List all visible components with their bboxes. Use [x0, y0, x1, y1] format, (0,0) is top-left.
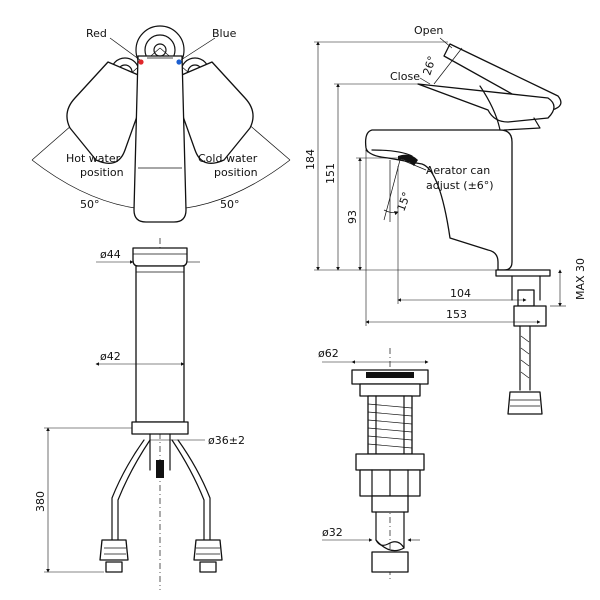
label-red: Red: [86, 27, 107, 40]
top-view: Red Blue Hot water position Cold water p…: [31, 25, 291, 223]
label-aerator-line2: adjust (±6°): [426, 179, 494, 192]
dim-thread-diameter: ø36±2: [208, 434, 245, 447]
label-angle-left: 50°: [80, 198, 100, 211]
side-body-outline: [364, 129, 513, 271]
label-close: Close: [390, 70, 420, 83]
hot-lever-outline: [66, 61, 151, 164]
label-aerator-angle: 15°: [395, 190, 414, 213]
cold-lever-outline: [169, 61, 254, 164]
right-hose: [171, 439, 211, 541]
label-hot-position: position: [80, 166, 124, 179]
dim-hose-length: 380: [34, 491, 47, 512]
red-indicator: [138, 59, 144, 65]
blue-indicator: [176, 59, 182, 65]
dim-total-height: 184: [304, 149, 317, 170]
label-lever-angle: 26°: [420, 54, 438, 77]
label-angle-right: 50°: [220, 198, 240, 211]
dim-outlet-height: 93: [346, 210, 359, 224]
label-aerator-line1: Aerator can: [426, 164, 490, 177]
spout-head: [132, 247, 188, 267]
dim-body-diameter: ø42: [100, 350, 121, 363]
label-blue: Blue: [212, 27, 237, 40]
dim-reach: 104: [450, 287, 471, 300]
label-cold-water: Cold water: [198, 152, 258, 165]
dim-depth: 153: [446, 308, 467, 321]
dim-waste-top: ø62: [318, 347, 339, 360]
body-column: [135, 265, 185, 423]
dim-max-deck: MAX 30: [574, 258, 587, 300]
dim-waste-bottom: ø32: [322, 526, 343, 539]
dim-spout-diameter: ø44: [100, 248, 121, 261]
dim-spout-height: 151: [324, 163, 337, 184]
waste-view: ø62 ø32: [318, 347, 429, 580]
center-lever-outline: [133, 55, 187, 223]
side-view: 26° Open Close Aerator can adjust (±6°) …: [304, 24, 587, 415]
label-cold-position: position: [214, 166, 258, 179]
front-view: ø44 ø42 ø36±2 380: [34, 238, 245, 590]
label-open: Open: [414, 24, 443, 37]
label-hot-water: Hot water: [66, 152, 121, 165]
left-hose: [111, 439, 151, 541]
lever-close: [417, 83, 555, 123]
